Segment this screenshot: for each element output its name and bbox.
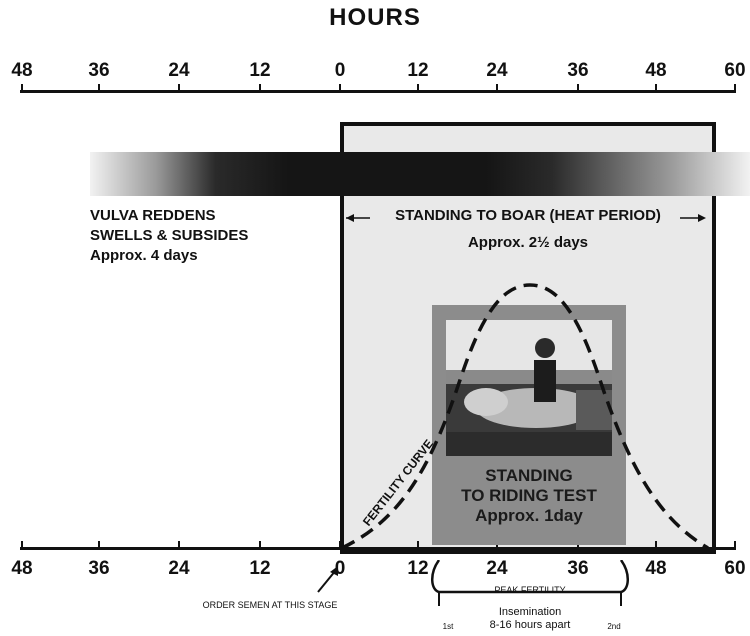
top-axis-tick-label: 60 [724, 60, 746, 81]
top-axis-line [20, 90, 734, 93]
riding-test-line-3: Approx. 1day [475, 506, 583, 525]
top-axis-tick [98, 84, 100, 93]
top-axis-tick-label: 24 [486, 60, 508, 81]
bottom-axis-tick-label: 36 [88, 558, 110, 579]
top-axis-tick [577, 84, 579, 93]
bottom-axis-tick [734, 541, 736, 550]
insemination-bracket [431, 560, 629, 606]
bottom-axis-tick-label: 36 [567, 558, 589, 579]
bottom-axis-tick-label: 48 [11, 558, 33, 579]
riding-test-text: STANDING TO RIDING TEST Approx. 1day [432, 466, 626, 526]
top-axis-tick-label: 24 [168, 60, 190, 81]
top-axis-tick [339, 84, 341, 93]
top-axis-tick-label: 12 [407, 60, 429, 81]
top-axis-tick-label: 48 [11, 60, 33, 81]
right-arrow-head [698, 214, 706, 222]
vulva-description: VULVA REDDENS SWELLS & SUBSIDES Approx. … [90, 206, 248, 266]
top-axis-tick [178, 84, 180, 93]
bottom-axis-tick-label: 12 [407, 558, 429, 579]
bottom-axis-tick [98, 541, 100, 550]
top-axis-tick [734, 84, 736, 93]
riding-test-line-2: TO RIDING TEST [461, 486, 597, 505]
insemination-line-1: Insemination [498, 606, 562, 618]
bottom-axis-tick [339, 541, 341, 550]
vulva-redness-band-overlay [90, 152, 750, 196]
insemination-line-2: 8-16 hours apart [489, 619, 571, 631]
bottom-axis-tick [21, 541, 23, 550]
person-on-pig-image [446, 320, 612, 456]
peak-fertility-label: PEAK FERTILITY [494, 585, 566, 595]
top-axis-tick-label: 36 [88, 60, 110, 81]
top-axis-tick [655, 84, 657, 93]
second-insemination-label: 2nd [607, 622, 621, 631]
top-axis-tick [259, 84, 261, 93]
vulva-line-2: SWELLS & SUBSIDES [90, 227, 249, 244]
left-arrow-head [346, 214, 354, 222]
diagram-title: HOURS [329, 4, 421, 31]
bottom-axis-tick-label: 24 [486, 558, 508, 579]
bottom-axis-tick-label: 60 [724, 558, 746, 579]
heat-period-label: STANDING TO BOAR (HEAT PERIOD) [395, 207, 661, 224]
top-axis-tick-label: 12 [249, 60, 271, 81]
top-axis-tick-label: 36 [567, 60, 589, 81]
top-axis-tick-label: 48 [645, 60, 667, 81]
bottom-axis-tick-label: 12 [249, 558, 271, 579]
bottom-axis-tick-label: 48 [645, 558, 667, 579]
bottom-axis-tick-label: 0 [334, 558, 346, 579]
bottom-axis-tick-label: 24 [168, 558, 190, 579]
top-axis-tick [496, 84, 498, 93]
order-semen-label: ORDER SEMEN AT THIS STAGE [202, 600, 338, 610]
vulva-line-1: VULVA REDDENS [90, 207, 216, 224]
insemination-text: Insemination 8-16 hours apart [455, 606, 605, 632]
bottom-axis-tick [259, 541, 261, 550]
bottom-axis-line [20, 547, 734, 550]
first-insemination-label: 1st [442, 622, 454, 631]
bottom-axis-tick [178, 541, 180, 550]
heat-period-duration: Approx. 2½ days [467, 234, 589, 251]
riding-test-line-1: STANDING [485, 466, 573, 485]
top-axis-tick-label: 0 [334, 60, 346, 81]
top-axis-tick [417, 84, 419, 93]
order-semen-arrow [317, 566, 338, 593]
heat-period-arrows [346, 214, 706, 222]
vulva-line-3: Approx. 4 days [90, 247, 198, 264]
riding-test-photo [446, 320, 612, 456]
top-axis-tick [21, 84, 23, 93]
